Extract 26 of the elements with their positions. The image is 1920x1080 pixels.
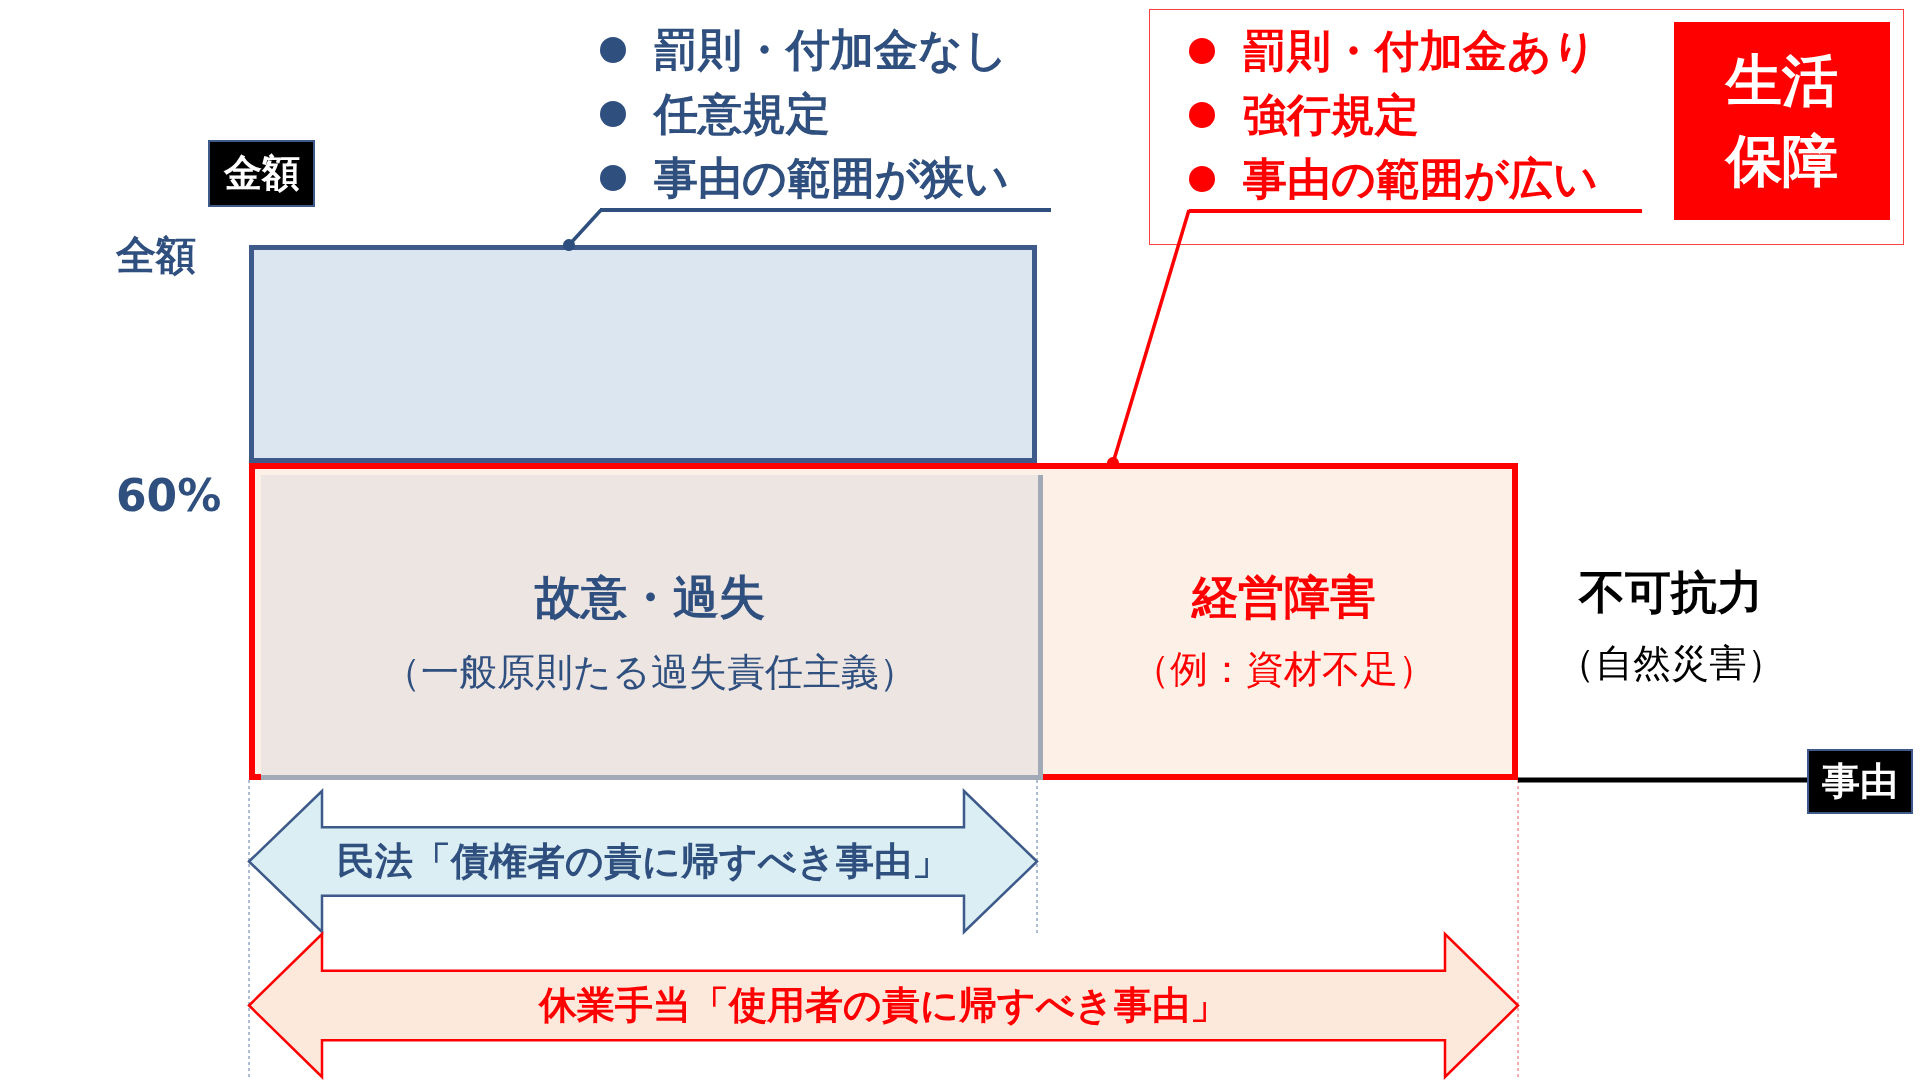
- axis-tick-label: 全額: [116, 231, 196, 280]
- arrow-label: 民法「債権者の責に帰すべき事由」: [336, 837, 950, 885]
- region-title: 不可抗力: [1579, 564, 1763, 621]
- arrow-label: 休業手当「使用者の責に帰すべき事由」: [539, 981, 1228, 1029]
- axis-label-box: 金額: [208, 140, 315, 207]
- range-band: [249, 933, 1518, 1078]
- bullet-item: 強行規定: [1189, 83, 1419, 147]
- axis-tick-label: 60%: [116, 470, 222, 521]
- region-title: 経営障害: [1191, 569, 1376, 626]
- region-subtitle: （一般原則たる過失責任主義）: [382, 649, 917, 696]
- region-subtitle: （自然災害）: [1557, 640, 1785, 687]
- leader-line: [563, 208, 603, 251]
- bullet-item: 罰則・付加金あり: [1189, 19, 1597, 83]
- bullet-item: 罰則・付加金なし: [600, 18, 1008, 82]
- axis-label-box: 事由: [1807, 749, 1913, 814]
- bullet-item: 事由の範囲が広い: [1189, 147, 1598, 211]
- bullet-item: 任意規定: [600, 82, 830, 146]
- region-subtitle: （例：資材不足）: [1131, 646, 1436, 693]
- bullet-item: 事由の範囲が狭い: [600, 146, 1009, 210]
- full-amount-box: [249, 245, 1037, 463]
- callout-box: [1149, 9, 1904, 245]
- range-band: [249, 790, 1037, 933]
- region-title: 故意・過失: [534, 569, 765, 626]
- badge-box: 生活保障: [1674, 22, 1890, 220]
- sixty-percent-box: [249, 463, 1518, 780]
- overlap-region: [261, 475, 1043, 780]
